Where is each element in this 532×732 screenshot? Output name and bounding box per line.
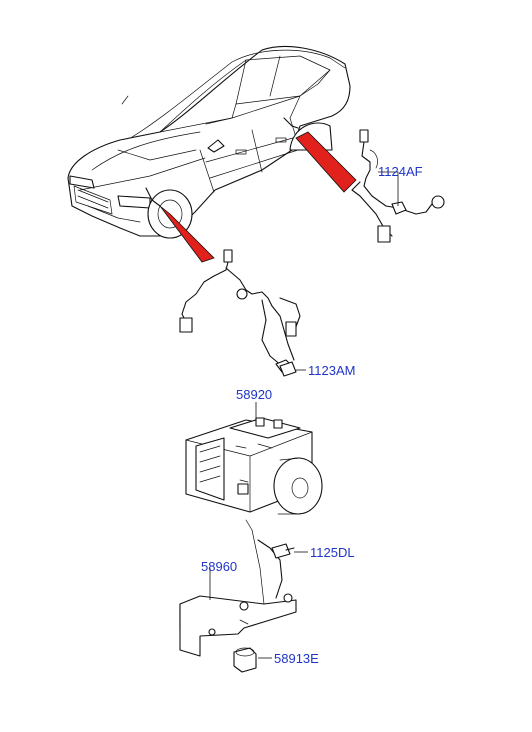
label-1124AF[interactable]: 1124AF — [378, 164, 423, 179]
highlight-front-wedge — [159, 205, 215, 263]
rear-wheel-sensor — [351, 129, 445, 243]
bushing-58913E — [233, 647, 257, 673]
highlight-rear-wedge — [295, 131, 357, 193]
bolt-1123AM — [279, 361, 297, 377]
abs-module — [185, 417, 323, 515]
label-58913E[interactable]: 58913E — [274, 651, 319, 666]
label-1125DL[interactable]: 1125DL — [310, 545, 355, 560]
label-58920[interactable]: 58920 — [236, 387, 272, 402]
front-wheel-sensor — [179, 249, 301, 373]
bolt-1125DL — [271, 543, 295, 559]
label-1123AM[interactable]: 1123AM — [308, 363, 355, 378]
abs-bracket — [179, 519, 297, 657]
leader-1124AF — [378, 171, 399, 206]
label-58960[interactable]: 58960 — [201, 559, 237, 574]
